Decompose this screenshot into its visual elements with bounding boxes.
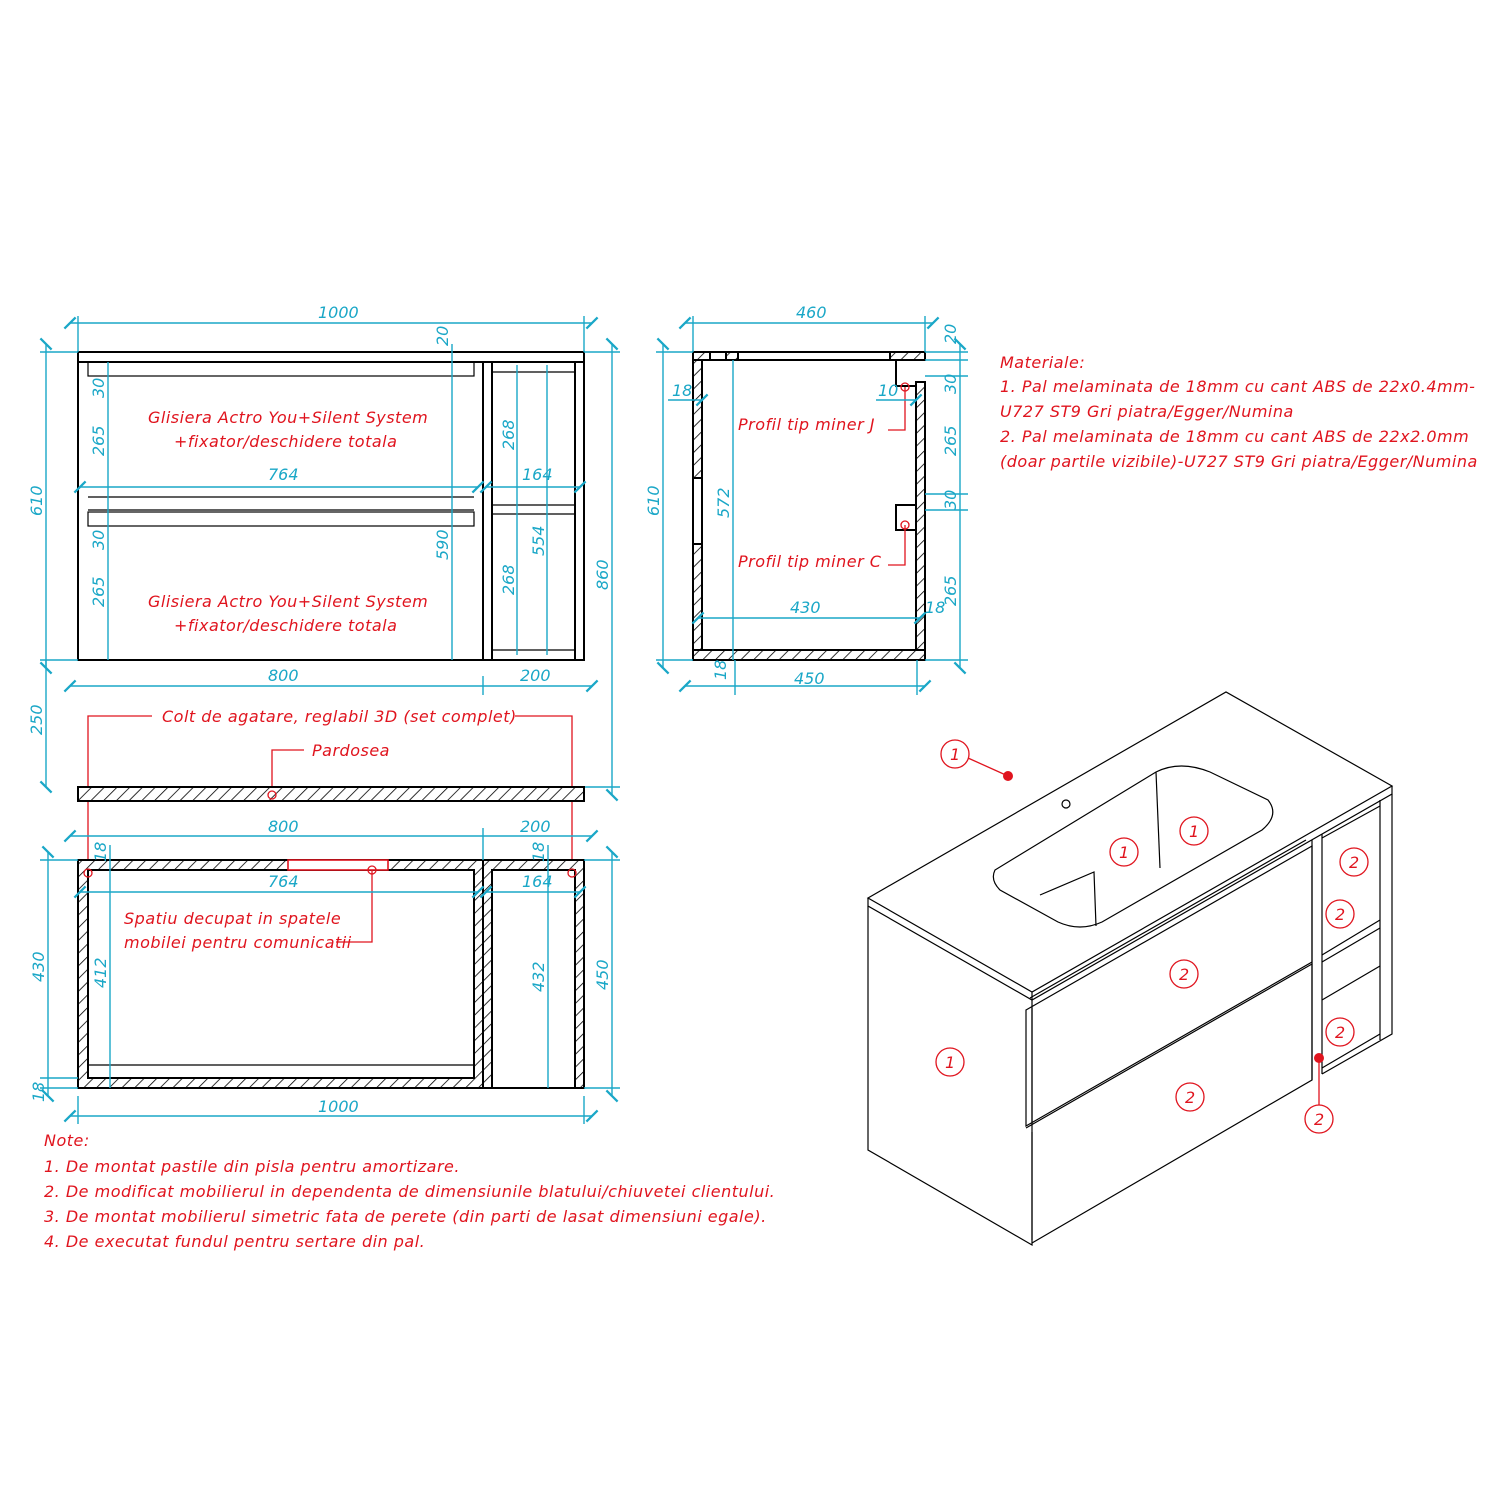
dim-610: 610 [27,485,46,516]
dim-265b: 265 [89,576,108,607]
plan-dim-450: 450 [593,959,612,990]
spatiu-label-b: mobilei pentru comunicatii [124,933,352,952]
dim-764: 764 [268,465,299,484]
note-1: 1. De montat pastile din pisla pentru am… [44,1157,460,1176]
plan-dim-412: 412 [91,957,110,988]
colt-label: Colt de agatare, reglabil 3D (set comple… [162,707,517,726]
floor-slab [77,786,585,802]
notes-block: Note: 1. De montat pastile din pisla pen… [44,1131,775,1251]
dim-30a: 30 [89,378,108,398]
plan-dimensions: 800 200 18 412 18 432 764 164 430 18 450… [29,817,620,1124]
front-dimensions: 1000 610 860 250 30 265 30 265 20 590 76… [27,303,620,802]
side-dim-430: 430 [790,598,821,617]
side-dimensions: 460 610 18 572 10 430 18 20 30 265 30 26… [644,303,968,695]
plan-dim-432: 432 [529,961,548,992]
materials-line2: U727 ST9 Gri piatra/Egger/Numina [1000,402,1294,421]
plan-view: Spatiu decupat in spatele mobilei pentru… [77,859,585,1089]
dim-554: 554 [529,525,548,556]
plan-dim-18a: 18 [91,842,110,862]
balloon-sink-b: 1 [1189,822,1199,841]
note-2: 2. De modificat mobilierul in dependenta… [44,1182,775,1201]
balloon-side: 1 [945,1053,955,1072]
spatiu-label-a: Spatiu decupat in spatele [124,909,341,928]
side-dim-265b: 265 [941,575,960,606]
dim-164: 164 [522,465,553,484]
side-dim-18c: 18 [711,660,730,680]
dim-1000-top: 1000 [318,303,359,322]
side-dim-572: 572 [714,487,733,518]
note-3: 3. De montat mobilierul simetric fata de… [44,1207,767,1226]
materials-line4: (doar partile vizibile)-U727 ST9 Gri pia… [1000,452,1478,471]
side-dim-18a: 18 [672,381,692,400]
glisiera-label-2a: Glisiera Actro You+Silent System [148,592,428,611]
profil-c-label: Profil tip miner C [738,552,882,571]
plan-dim-200: 200 [520,817,551,836]
plan-dim-18c: 18 [29,1082,48,1102]
plan-dim-430: 430 [29,951,48,982]
balloon-drawer-b: 2 [1185,1088,1195,1107]
plan-left-carcass [77,859,484,1089]
side-dim-20: 20 [941,324,960,344]
balloon-drawer-a: 2 [1179,965,1189,984]
dim-268b: 268 [499,564,518,595]
glisiera-label-2b: +fixator/deschidere totala [174,616,397,635]
balloon-shelf-a: 2 [1349,853,1359,872]
side-dim-10: 10 [878,381,898,400]
materials-line3: 2. Pal melaminata de 18mm cu cant ABS de… [1000,427,1469,446]
note-4: 4. De executat fundul pentru sertare din… [44,1232,425,1251]
balloon-sink-a: 1 [1119,843,1129,862]
side-section: Profil tip miner J Profil tip miner C [692,351,926,661]
materials-title: Materiale: [1000,353,1085,372]
profil-j-label: Profil tip miner J [738,415,875,434]
dim-800: 800 [268,666,299,685]
balloon-shelf-c: 2 [1335,1023,1345,1042]
side-dim-265a: 265 [941,425,960,456]
plan-dim-764: 764 [268,872,299,891]
notes-title: Note: [44,1131,90,1150]
dim-268a: 268 [499,419,518,450]
plan-dim-18b: 18 [529,842,548,862]
glisiera-label-1a: Glisiera Actro You+Silent System [148,408,428,427]
balloon-shelf-b: 2 [1335,905,1345,924]
materials-block: Materiale: 1. Pal melaminata de 18mm cu … [1000,353,1478,471]
front-elevation [77,351,585,661]
side-dim-450: 450 [794,669,825,688]
dim-860: 860 [593,559,612,590]
side-bottom [692,649,926,661]
dim-265a: 265 [89,425,108,456]
side-dim-30b: 30 [941,490,960,510]
dim-250: 250 [27,704,46,735]
side-dim-610: 610 [644,485,663,516]
dim-590: 590 [433,529,452,560]
balloon-top: 1 [950,745,960,764]
plan-dim-1000: 1000 [318,1097,359,1116]
cutout [287,859,389,871]
dim-30b: 30 [89,530,108,550]
isometric-view: 1 1 1 1 2 2 2 2 2 2 [866,691,1394,1247]
balloon-shelf-d: 2 [1314,1110,1324,1129]
plan-dim-800: 800 [268,817,299,836]
plan-dim-164: 164 [522,872,553,891]
side-dim-460: 460 [796,303,827,322]
materials-line1: 1. Pal melaminata de 18mm cu cant ABS de… [1000,377,1475,396]
pardosea-label: Pardosea [312,741,390,760]
side-dim-18b: 18 [925,598,945,617]
dim-20: 20 [433,326,452,346]
dim-200: 200 [520,666,551,685]
glisiera-label-1b: +fixator/deschidere totala [174,432,397,451]
hanging-section: Colt de agatare, reglabil 3D (set comple… [77,707,585,870]
side-dim-30a: 30 [941,374,960,394]
front-annotations: Glisiera Actro You+Silent System +fixato… [148,408,428,635]
